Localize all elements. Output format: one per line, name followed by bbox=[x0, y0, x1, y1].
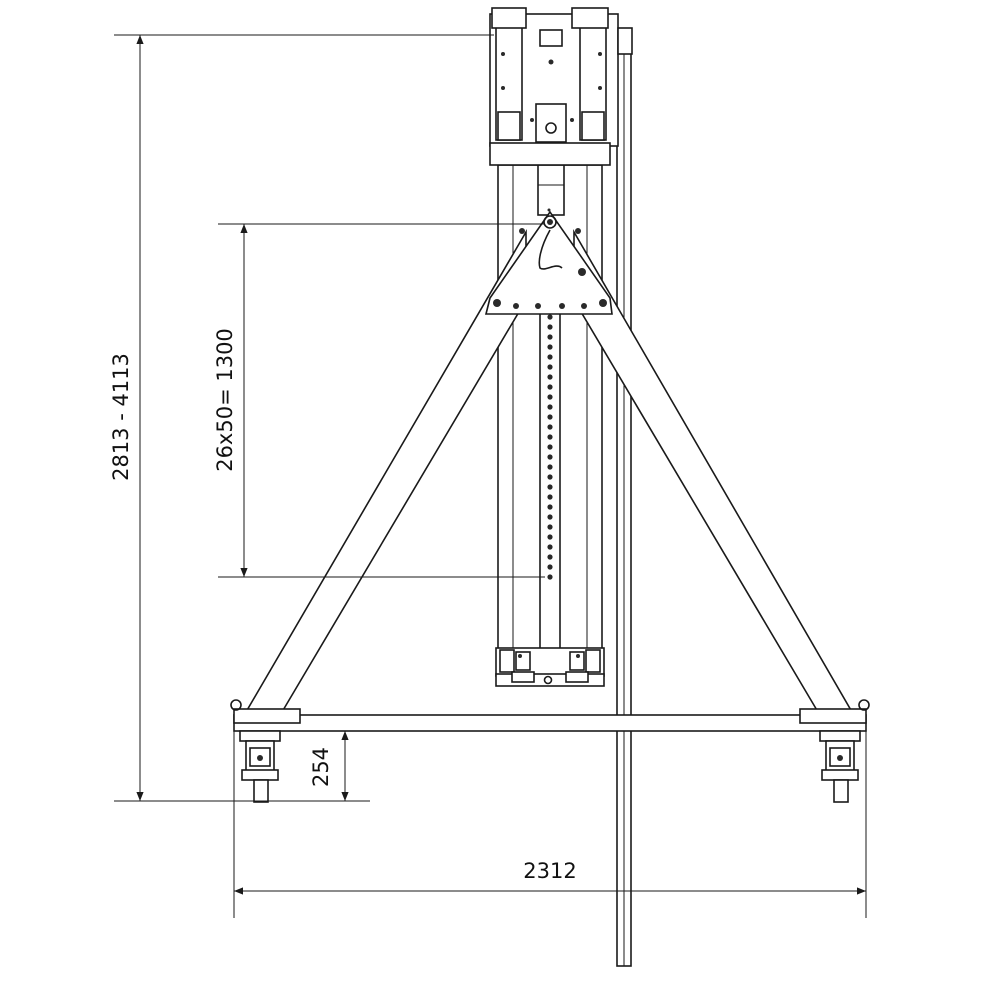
adjustment-hole bbox=[547, 574, 553, 580]
adjustment-hole bbox=[547, 544, 553, 550]
adjustment-hole bbox=[547, 334, 553, 340]
adjustment-hole bbox=[547, 424, 553, 430]
head-unit bbox=[489, 7, 633, 166]
adjustment-hole bbox=[547, 364, 553, 370]
adjustment-hole bbox=[547, 374, 553, 380]
a-frame bbox=[244, 208, 854, 713]
adjustment-hole bbox=[547, 324, 553, 330]
adjustment-hole bbox=[547, 564, 553, 570]
adjustment-hole bbox=[547, 434, 553, 440]
adjustment-hole bbox=[547, 554, 553, 560]
adjustment-hole bbox=[547, 474, 553, 480]
adjustment-hole bbox=[547, 454, 553, 460]
foot-height-label: 254 bbox=[309, 747, 333, 787]
adjustment-hole bbox=[547, 464, 553, 470]
adjustment-hole bbox=[547, 514, 553, 520]
base-width-dimension: 2312 bbox=[233, 731, 867, 918]
hole-spacing-dimension: 26x50= 1300 bbox=[213, 223, 545, 578]
adjustment-holes bbox=[547, 314, 553, 580]
right-foot bbox=[819, 730, 861, 803]
adjustment-hole bbox=[547, 484, 553, 490]
adjustment-hole bbox=[547, 494, 553, 500]
adjustment-hole bbox=[547, 524, 553, 530]
adjustment-hole bbox=[547, 404, 553, 410]
adjustment-hole bbox=[547, 414, 553, 420]
adjustment-hole bbox=[547, 354, 553, 360]
guide-rod bbox=[616, 49, 632, 967]
base-beam bbox=[230, 699, 870, 732]
lower-carriage bbox=[495, 647, 605, 687]
adjustment-hole bbox=[547, 384, 553, 390]
total-height-label: 2813 - 4113 bbox=[109, 353, 133, 481]
total-height-dimension: 2813 - 4113 bbox=[109, 34, 494, 802]
base-width-label: 2312 bbox=[523, 859, 576, 883]
adjustment-hole bbox=[547, 344, 553, 350]
adjustment-hole bbox=[547, 444, 553, 450]
adjustment-hole bbox=[547, 534, 553, 540]
foot-height-dimension: 254 bbox=[255, 731, 370, 802]
adjustment-hole bbox=[547, 394, 553, 400]
adjustment-hole bbox=[547, 314, 553, 320]
left-foot bbox=[239, 730, 281, 803]
hole-spacing-label: 26x50= 1300 bbox=[213, 328, 237, 472]
adjustment-hole bbox=[547, 504, 553, 510]
